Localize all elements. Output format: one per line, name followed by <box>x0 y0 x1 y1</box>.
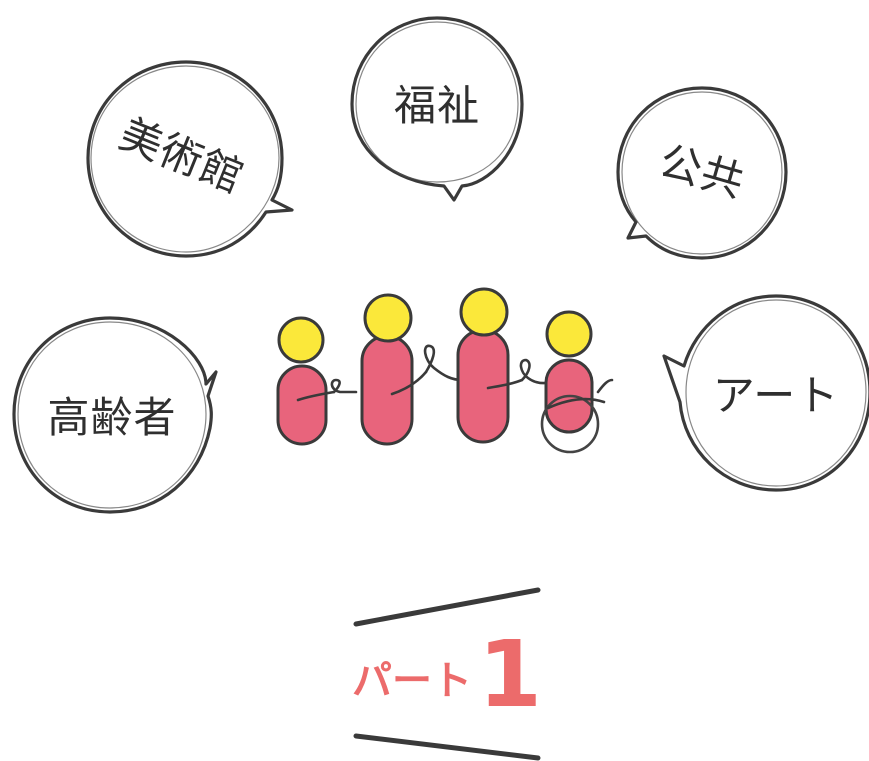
part-number: 1 <box>478 621 542 728</box>
person-1 <box>276 316 358 446</box>
person-2 <box>360 293 464 446</box>
part-label: パート <box>352 658 472 704</box>
person-4-wheelchair <box>540 310 614 454</box>
part-heading: パート 1 <box>352 621 542 728</box>
bubble-elderly-text: 高齢者 <box>47 393 176 442</box>
bubble-art-text: アート <box>713 371 839 420</box>
person-3 <box>456 287 554 444</box>
deco-line-bottom <box>353 733 541 761</box>
wheelchair-wheel <box>540 394 600 454</box>
bubble-welfare-text: 福祉 <box>394 81 480 130</box>
bubble-public: 公共 <box>616 86 788 260</box>
bubble-welfare: 福祉 <box>350 16 524 202</box>
bubble-art: アート <box>662 294 869 492</box>
bubble-museum: 美術館 <box>86 60 294 258</box>
people-group <box>276 287 614 454</box>
bubble-elderly: 高齢者 <box>12 316 218 514</box>
deco-line-top <box>353 587 541 627</box>
